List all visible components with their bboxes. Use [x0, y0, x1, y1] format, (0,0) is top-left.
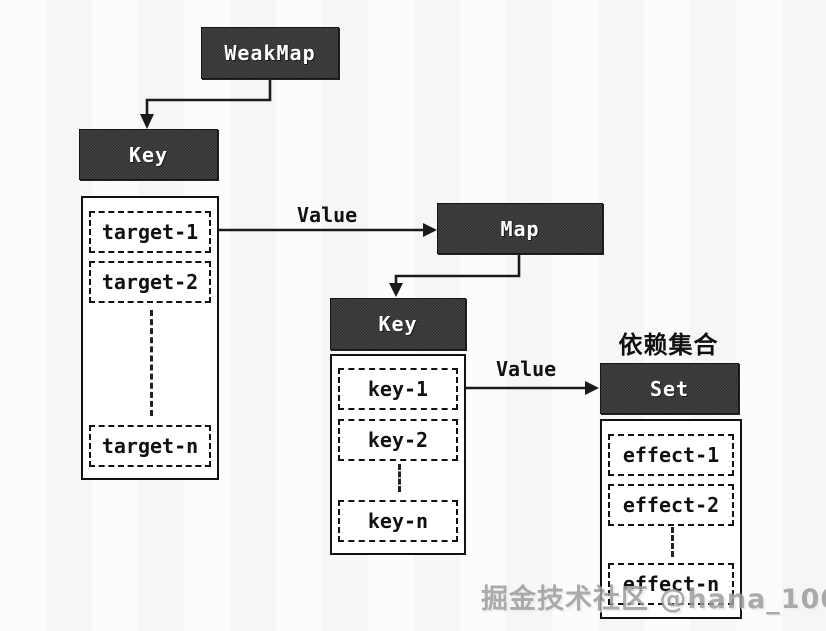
arrowhead-map-to-key	[389, 283, 403, 297]
list-item-key-n: key-n	[338, 500, 458, 542]
node-key-inner: Key	[330, 298, 466, 350]
edge-label-value-weakmap: Value	[297, 203, 358, 227]
list-item-key-1: key-1	[338, 368, 458, 410]
list-item-effect-n: effect-n	[608, 563, 734, 605]
set-caption: 依赖集合	[618, 331, 719, 359]
node-map: Map	[437, 203, 603, 254]
arrowhead-target1-to-map	[423, 223, 437, 237]
list-item-effect-1: effect-1	[608, 434, 734, 476]
list-item-target-2: target-2	[89, 261, 211, 303]
arrowhead-weakmap-to-key	[140, 114, 154, 129]
targets-list-container: target-1 target-2 target-n	[81, 196, 219, 480]
arrowhead-key1-to-set	[585, 381, 599, 395]
node-set: Set	[600, 363, 739, 414]
node-weakmap: WeakMap	[201, 27, 339, 79]
edge-label-value-map: Value	[496, 357, 557, 381]
ellipsis-line	[150, 310, 153, 416]
list-item-key-2: key-2	[338, 419, 458, 461]
keys-list-container: key-1 key-2 key-n	[330, 354, 466, 555]
watermark: 掘金技术社区 @hana_1007	[481, 584, 826, 615]
effects-list-container: effect-1 effect-2 effect-n	[600, 419, 742, 619]
arrow-map-to-key	[394, 253, 521, 285]
node-key-outer: Key	[79, 129, 218, 180]
ellipsis-line	[671, 527, 674, 557]
list-item-effect-2: effect-2	[608, 484, 734, 526]
arrow-weakmap-to-key	[145, 78, 272, 116]
list-item-target-1: target-1	[89, 211, 211, 253]
list-item-target-n: target-n	[89, 425, 211, 467]
ellipsis-line	[398, 464, 401, 492]
